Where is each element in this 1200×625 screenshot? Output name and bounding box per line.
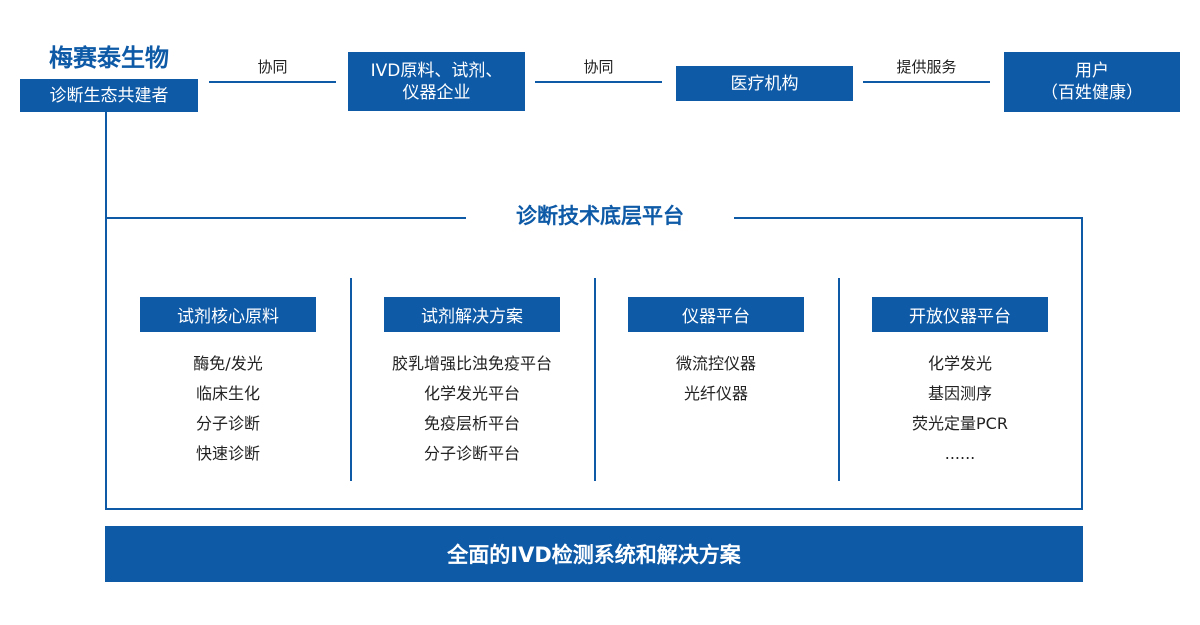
platform-title: 诊断技术底层平台 xyxy=(466,200,734,230)
edge-line-1 xyxy=(209,81,336,83)
edge-label-2: 协同 xyxy=(583,58,614,76)
ivd-solution-banner: 全面的IVD检测系统和解决方案 xyxy=(105,526,1083,582)
column-list-reagent-solutions: 胶乳增强比浊免疫平台 化学发光平台 免疫层析平台 分子诊断平台 xyxy=(352,349,592,469)
list-item: 分子诊断平台 xyxy=(423,444,520,463)
edge-label-1: 协同 xyxy=(257,58,288,76)
column-header-core-materials: 试剂核心原料 xyxy=(140,297,316,332)
column-header-reagent-solutions: 试剂解决方案 xyxy=(384,297,560,332)
column-list-core-materials: 酶免/发光 临床生化 分子诊断 快速诊断 xyxy=(108,349,348,469)
user-node-line2: （百姓健康） xyxy=(1041,83,1143,103)
user-node-line1: 用户 xyxy=(1075,61,1109,81)
column-divider xyxy=(350,278,352,481)
brand-connector-line xyxy=(105,112,107,218)
brand-role-label: 诊断生态共建者 xyxy=(49,85,169,106)
user-node: 用户 （百姓健康） xyxy=(1004,52,1180,112)
column-list-instrument-platform: 微流控仪器 光纤仪器 xyxy=(596,349,836,409)
ivd-node-line2: 仪器企业 xyxy=(402,82,471,103)
list-item: 化学发光 xyxy=(927,354,992,373)
list-item: ...... xyxy=(944,444,976,463)
column-divider xyxy=(838,278,840,481)
ivd-enterprise-node: IVD原料、试剂、 仪器企业 xyxy=(348,52,525,111)
medical-node-label: 医疗机构 xyxy=(730,73,799,94)
list-item: 临床生化 xyxy=(195,384,260,403)
list-item: 基因测序 xyxy=(927,384,992,403)
column-header-instrument-platform: 仪器平台 xyxy=(628,297,804,332)
brand-name: 梅赛泰生物 xyxy=(49,44,169,72)
list-item: 化学发光平台 xyxy=(423,384,520,403)
edge-line-2 xyxy=(535,81,662,83)
medical-institution-node: 医疗机构 xyxy=(676,66,853,101)
list-item: 光纤仪器 xyxy=(683,384,748,403)
column-header-open-instrument-platform: 开放仪器平台 xyxy=(872,297,1048,332)
brand-role-box: 诊断生态共建者 xyxy=(20,79,198,112)
list-item: 胶乳增强比浊免疫平台 xyxy=(391,354,552,373)
list-item: 免疫层析平台 xyxy=(423,414,520,433)
list-item: 微流控仪器 xyxy=(675,354,756,373)
list-item: 分子诊断 xyxy=(195,414,260,433)
list-item: 荧光定量PCR xyxy=(912,414,1008,433)
list-item: 酶免/发光 xyxy=(193,354,263,373)
edge-line-3 xyxy=(863,81,990,83)
edge-label-3: 提供服务 xyxy=(896,58,957,76)
list-item: 快速诊断 xyxy=(195,444,260,463)
column-list-open-instrument-platform: 化学发光 基因测序 荧光定量PCR ...... xyxy=(840,349,1080,469)
ivd-node-line1: IVD原料、试剂、 xyxy=(370,60,503,81)
column-divider xyxy=(594,278,596,481)
